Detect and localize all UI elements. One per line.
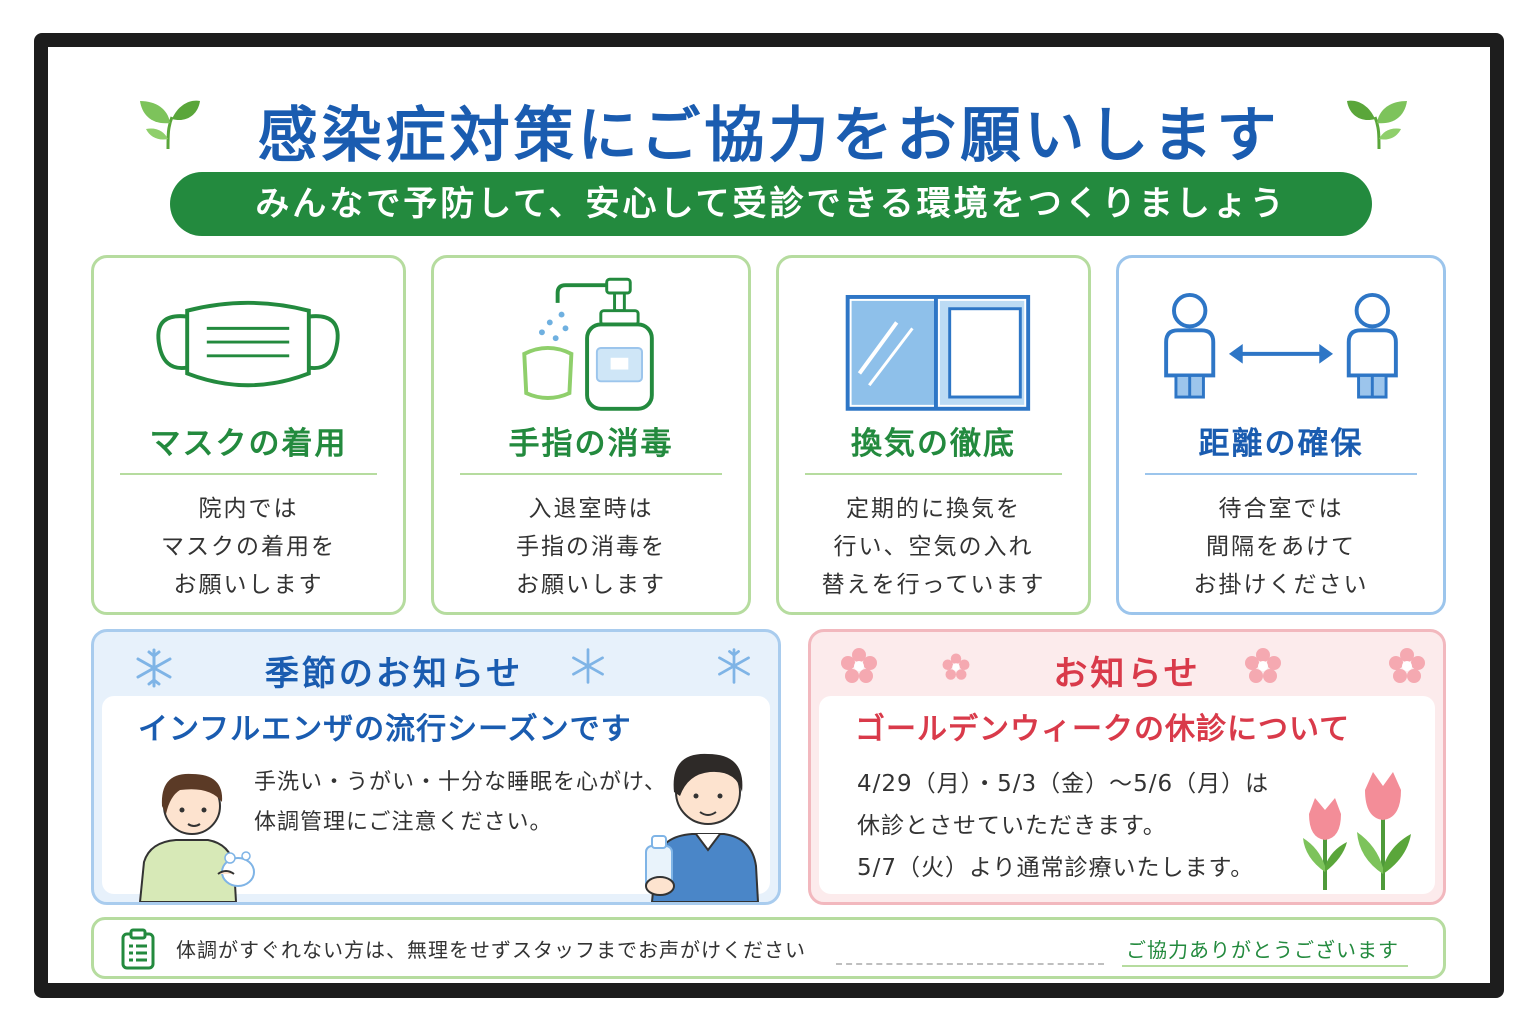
footer-message: 体調がすぐれない方は、無理をせずスタッフまでお声がけください (176, 938, 806, 962)
flower-icon (1245, 648, 1281, 683)
panel-content: インフルエンザの流行シーズンです 手洗い・うがい・十分な睡眠を心がけ、 体調管理… (102, 696, 770, 902)
seasonal-notice-panel: 季節のお知らせ インフルエンザの流行シーズンです 手洗い・うがい・十分な睡眠を心… (91, 629, 781, 905)
panel-text: 体調管理にご注意ください。 (254, 810, 553, 835)
window-icon (845, 294, 1031, 411)
flower-icon (1389, 648, 1425, 683)
panel-text: 休診とさせていただきます。 (857, 813, 1167, 839)
leaf-icon (1347, 100, 1407, 150)
tulip-illustration (1303, 772, 1411, 890)
card-title: 換気の徹底 (851, 426, 1016, 462)
person-with-drink-illustration (645, 753, 760, 902)
holiday-notice-panel: お知らせ ゴールデンウィークの休診について 4/29（月）・5/3（金）～5/6… (808, 629, 1446, 905)
card-title: 手指の消毒 (508, 426, 674, 462)
panel-content: ゴールデンウィークの休診について 4/29（月）・5/3（金）～5/6（月）は … (819, 696, 1435, 894)
flower-icon (942, 653, 970, 680)
card-ventilation: 換気の徹底 定期的に換気を 行い、空気の入れ 替えを行っています (776, 255, 1091, 615)
panel-subheading: ゴールデンウィークの休診について (855, 712, 1351, 747)
panel-subheading: インフルエンザの流行シーズンです (138, 712, 632, 747)
snowflake-icon (572, 648, 604, 684)
divider (836, 963, 1104, 965)
divider (120, 473, 377, 475)
divider (805, 473, 1062, 475)
mask-icon (156, 300, 340, 388)
card-body: 定期的に換気を 行い、空気の入れ 替えを行っています (821, 496, 1046, 598)
handwashing-person-illustration (138, 773, 255, 902)
leaf-icon (140, 100, 200, 150)
footer-bar: 体調がすぐれない方は、無理をせずスタッフまでお声がけください ご協力ありがとうご… (91, 917, 1446, 979)
footer-thanks: ご協力ありがとうございます (1126, 938, 1399, 962)
panel-text: 4/29（月）・5/3（金）～5/6（月）は (857, 771, 1270, 797)
page-title: 感染症対策にご協力をお願いします (257, 101, 1281, 171)
flower-icon (841, 648, 877, 683)
snowflake-icon (718, 648, 750, 684)
panel-heading: お知らせ (1053, 654, 1201, 694)
card-sanitizer: 手指の消毒 入退室時は 手指の消毒を お願いします (431, 255, 751, 615)
card-title: 距離の確保 (1198, 426, 1364, 462)
notice-board: 感染症対策にご協力をお願いします みんなで予防して、安心して受診できる環境をつく… (48, 47, 1490, 983)
divider (1122, 965, 1408, 967)
distance-icon (1164, 292, 1398, 399)
divider (1145, 473, 1417, 475)
snowflake-icon (136, 648, 172, 688)
card-body: 入退室時は 手指の消毒を お願いします (516, 496, 666, 598)
card-body: 待合室では 間隔をあけて お掛けください (1193, 496, 1369, 598)
panel-heading: 季節のお知らせ (264, 654, 524, 694)
card-title: マスクの着用 (149, 426, 348, 462)
panel-text: 手洗い・うがい・十分な睡眠を心がけ、 (254, 770, 667, 795)
divider (460, 473, 722, 475)
card-body: 院内では マスクの着用を お願いします (161, 496, 336, 598)
card-distance: 距離の確保 待合室では 間隔をあけて お掛けください (1116, 255, 1446, 615)
panel-text: 5/7（火）より通常診療いたします。 (857, 855, 1255, 881)
sanitizer-icon (522, 277, 654, 411)
subtitle-banner: みんなで予防して、安心して受診できる環境をつくりましょう (170, 172, 1372, 236)
clipboard-icon (121, 928, 155, 970)
card-mask: マスクの着用 院内では マスクの着用を お願いします (91, 255, 406, 615)
